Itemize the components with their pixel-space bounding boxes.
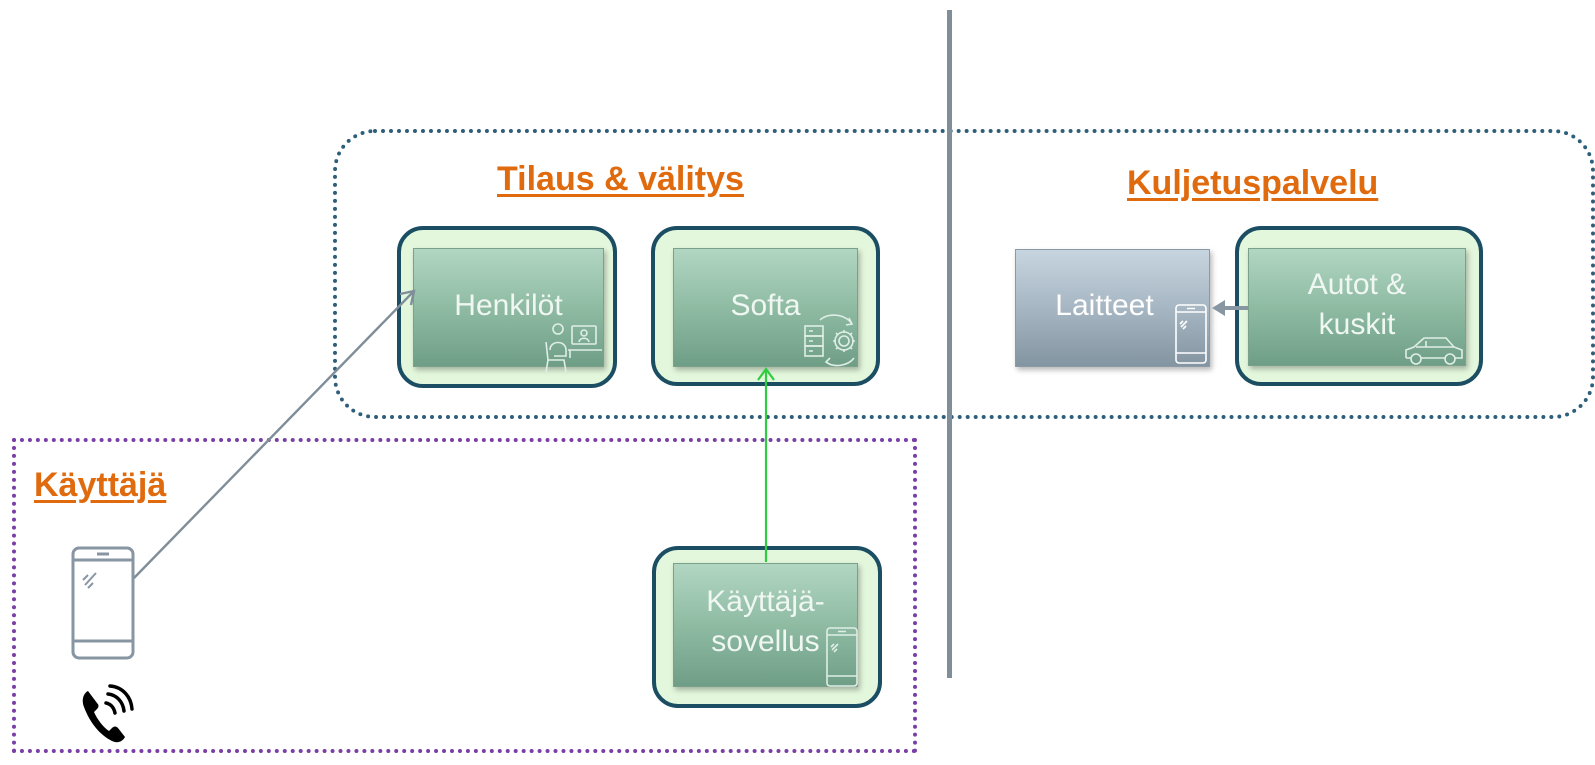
phone-to-henkilot-arrow	[133, 289, 416, 579]
henkilot-label: Henkilöt	[454, 288, 563, 322]
user-phone-icon	[71, 546, 135, 660]
user-app-to-softa-arrow	[757, 367, 775, 562]
henkilot-box: Henkilöt	[413, 248, 604, 367]
car-icon	[1405, 337, 1463, 365]
autot-label-line2: kuskit	[1318, 308, 1396, 341]
phone-call-icon	[82, 684, 134, 743]
user-region	[12, 438, 917, 753]
user-app-label-line2: sovellus	[711, 625, 820, 658]
softa-box: Softa	[673, 248, 858, 367]
laitteet-label: Laitteet	[1055, 289, 1154, 322]
autot-label-line1: Autot &	[1307, 268, 1407, 301]
server-sync-gear-icon	[804, 314, 855, 367]
ordering-dispatch-title: Tilaus & välitys	[497, 160, 744, 198]
autot-box: Autot & kuskit	[1248, 248, 1466, 366]
laitteet-box: Laitteet	[1015, 249, 1210, 367]
user-title: Käyttäjä	[34, 466, 167, 504]
ordering-and-dispatch-region	[333, 129, 1595, 419]
user-app-label-line1: Käyttäjä-	[706, 585, 825, 618]
vertical-divider	[947, 10, 952, 678]
autot-to-laitteet-arrow	[1212, 300, 1248, 316]
softa-label: Softa	[730, 288, 801, 322]
mobile-phone-icon	[1175, 304, 1207, 364]
mobile-phone-icon	[826, 627, 858, 687]
person-at-desk-icon	[545, 323, 602, 373]
transport-service-title: Kuljetuspalvelu	[1127, 164, 1379, 202]
